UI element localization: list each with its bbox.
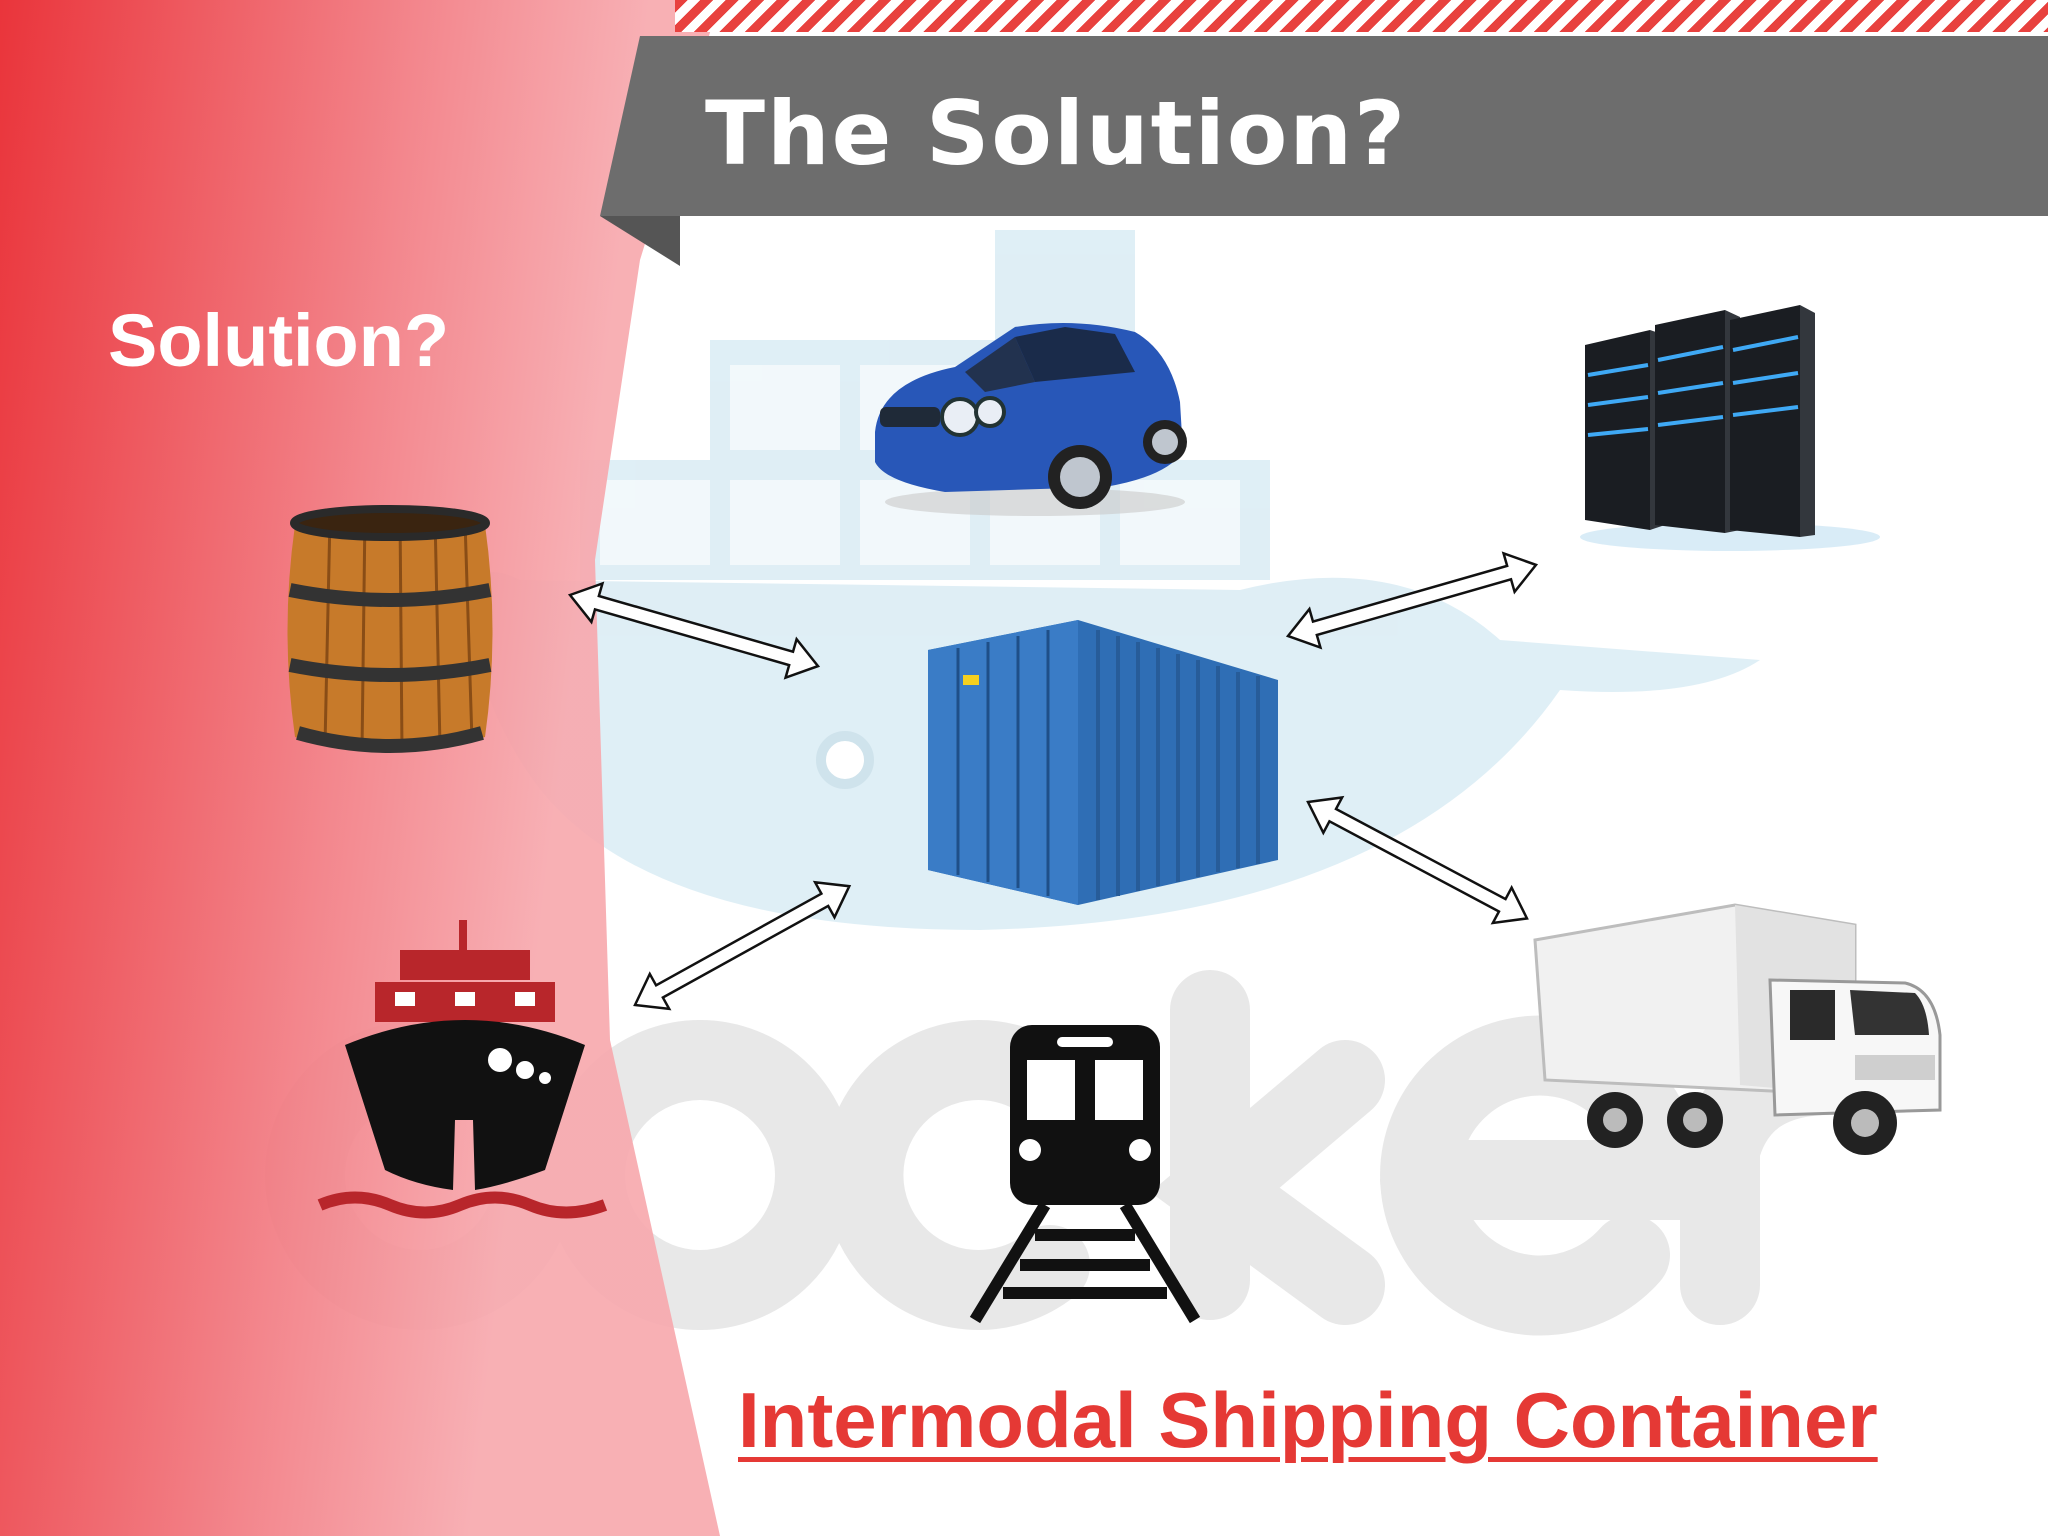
caption-intermodal-container: Intermodal Shipping Container bbox=[738, 1376, 1878, 1464]
arrow-truck-container bbox=[1306, 795, 1529, 925]
ship-icon bbox=[317, 920, 608, 1219]
barrel-image bbox=[287, 505, 493, 753]
server-rack-image bbox=[1580, 305, 1880, 551]
truck-image bbox=[1533, 903, 1942, 1155]
side-label: Solution? bbox=[108, 299, 450, 382]
title-banner bbox=[600, 36, 2048, 266]
car-image bbox=[875, 323, 1187, 516]
slide-title: The Solution? bbox=[705, 82, 1408, 185]
arrow-ship-container bbox=[633, 880, 852, 1011]
hatched-stripe-decoration bbox=[675, 0, 2048, 32]
train-icon bbox=[969, 1025, 1201, 1324]
arrow-server-container bbox=[1285, 551, 1539, 650]
arrow-barrel-container bbox=[567, 581, 821, 680]
shipping-container-image bbox=[928, 620, 1278, 905]
